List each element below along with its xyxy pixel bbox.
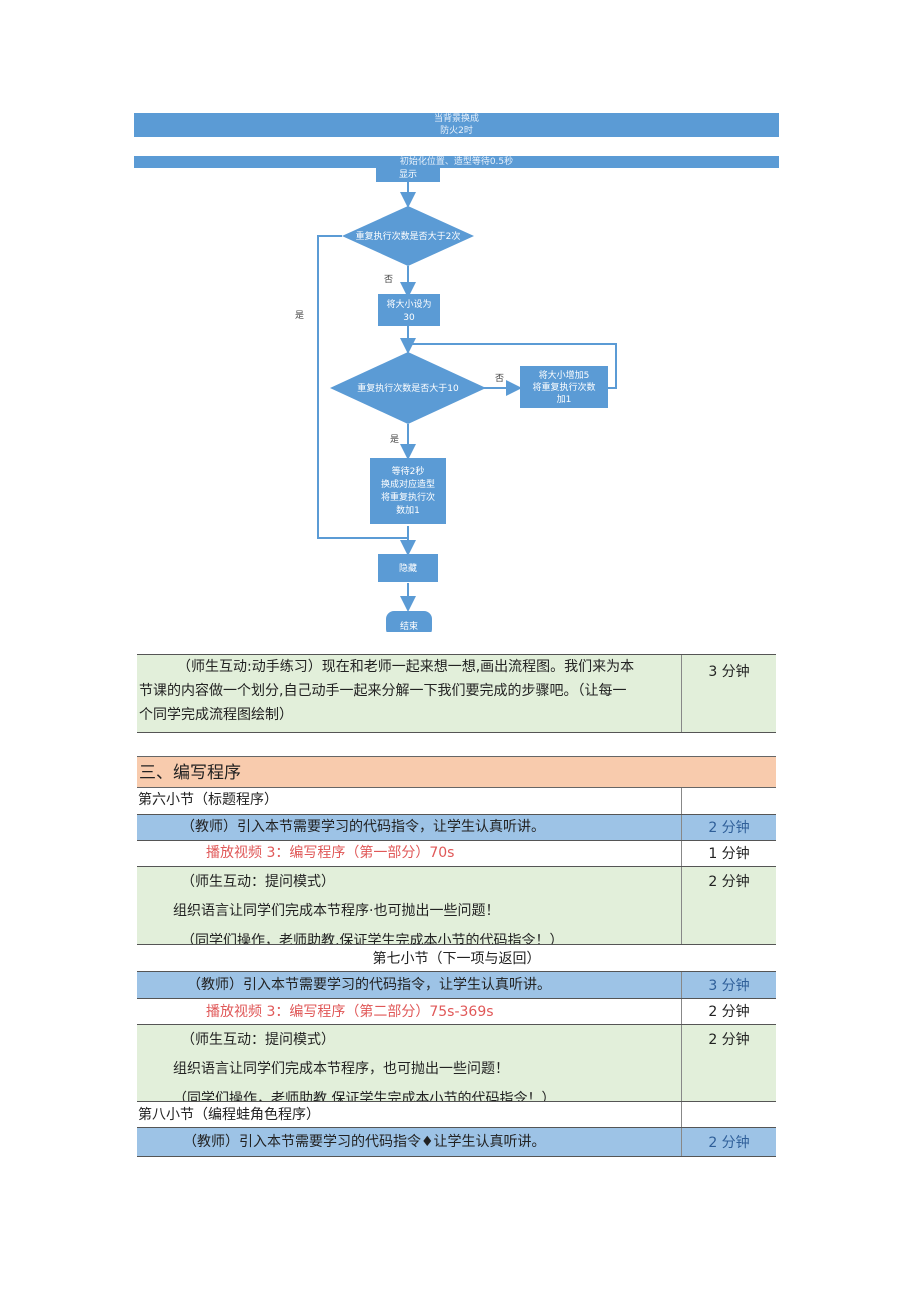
wait-line1: 等待2秒 <box>392 465 425 477</box>
part6-interact-line-2: 组织语言让同学们完成本节程序·也可抛出一些问题！ <box>173 903 500 919</box>
part7-video-time: 2 分钟 <box>681 999 776 1024</box>
part6-interact-row: （师生互动：提问模式） 组织语言让同学们完成本节程序·也可抛出一些问题！ （同学… <box>137 867 776 944</box>
wait-line3: 将重复执行次 <box>381 491 435 503</box>
flow-band-1: 当背景换成 <box>134 113 779 125</box>
part6-heading-row: 第六小节（标题程序） <box>137 788 776 815</box>
part6-teacher-time: 2 分钟 <box>681 815 776 840</box>
part6-video-row: 播放视频 3：编写程序（第一部分）70s 1 分钟 <box>137 841 776 867</box>
intro-line-2: 节课的内容做一个划分,自己动手一起来分解一下我们要完成的步骤吧。（让每一 <box>139 683 627 699</box>
part6-interact-line-3: （同学们操作，老师助教,保证学生完成本小节的代码指令！） <box>181 933 564 944</box>
part6-video-time: 1 分钟 <box>681 841 776 866</box>
wait-box <box>370 458 446 524</box>
part7-interact-line-1: （师生互动：提问模式） <box>181 1032 335 1048</box>
part7-heading-row: 第七小节（下一项与返回） <box>137 944 776 972</box>
part7-interact-time: 2 分钟 <box>681 1025 776 1101</box>
part6-heading-time <box>681 788 776 814</box>
intro-row: （师生互动:动手练习）现在和老师一起来想一想,画出流程图。我们来为本 节课的内容… <box>137 654 776 733</box>
flow-band-2: 防火2时 <box>134 125 779 137</box>
decision-1-label: 重复执行次数是否大于2次 <box>356 230 461 242</box>
end-label: 结束 <box>400 620 418 632</box>
increase-line2: 将重复执行次数 <box>532 381 595 393</box>
part7-heading: 第七小节（下一项与返回） <box>372 951 541 967</box>
end-box <box>386 611 432 632</box>
show-box <box>376 166 440 182</box>
wait-line2: 换成对应造型 <box>381 478 435 490</box>
part8-teacher-row: （教师）引入本节需要学习的代码指令♦让学生认真听讲。 2 分钟 <box>137 1128 776 1157</box>
decision-2-label: 重复执行次数是否大于10 <box>357 382 459 394</box>
decision-1 <box>342 206 474 266</box>
set-size-box <box>378 294 440 326</box>
set-size-line2: 30 <box>403 313 415 323</box>
intro-line-3: 个同学完成流程图绘制） <box>139 707 293 723</box>
hide-label: 隐藏 <box>399 562 417 574</box>
part8-heading-time <box>681 1102 776 1127</box>
part8-teacher-time: 2 分钟 <box>681 1128 776 1156</box>
part7-teacher: （教师）引入本节需要学习的代码指令，让学生认真听讲。 <box>187 977 551 993</box>
increase-line3: 加1 <box>557 394 572 405</box>
part7-interact-line-3: （同学们操作，老师助教,保证学生完成本小节的代码指令！） <box>173 1091 556 1101</box>
part8-heading: 第八小节（编程蛙角色程序） <box>138 1107 320 1123</box>
part7-interact-row: （师生互动：提问模式） 组织语言让同学们完成本节程序，也可抛出一些问题！ （同学… <box>137 1025 776 1101</box>
decision-1-no: 否 <box>384 274 393 285</box>
part6-video: 播放视频 3：编写程序（第一部分）70s <box>206 845 455 861</box>
set-size-line1: 将大小设为 <box>386 298 431 310</box>
increase-line1: 将大小增加5 <box>539 369 590 381</box>
part6-teacher: （教师）引入本节需要学习的代码指令，让学生认真听讲。 <box>181 819 545 835</box>
wait-line4: 数加1 <box>396 504 420 516</box>
section-title: 三、编写程序 <box>137 756 776 788</box>
part6-teacher-row: （教师）引入本节需要学习的代码指令，让学生认真听讲。 2 分钟 <box>137 815 776 841</box>
part8-heading-row: 第八小节（编程蛙角色程序） <box>137 1101 776 1128</box>
intro-line-1: （师生互动:动手练习）现在和老师一起来想一想,画出流程图。我们来为本 <box>177 659 635 675</box>
part7-teacher-time: 3 分钟 <box>681 972 776 998</box>
decision-2-yes: 是 <box>390 434 399 445</box>
part8-teacher: （教师）引入本节需要学习的代码指令♦让学生认真听讲。 <box>183 1134 546 1150</box>
part7-interact-line-2: 组织语言让同学们完成本节程序，也可抛出一些问题！ <box>173 1061 509 1077</box>
part6-interact-time: 2 分钟 <box>681 867 776 944</box>
hide-box <box>378 554 438 582</box>
decision-2 <box>330 352 486 424</box>
part6-interact-line-1: （师生互动：提问模式） <box>181 874 335 890</box>
show-label: 显示 <box>399 169 417 180</box>
part6-heading: 第六小节（标题程序） <box>138 792 278 808</box>
decision-2-no: 否 <box>495 373 504 384</box>
part7-video: 播放视频 3：编写程序（第二部分）75s-369s <box>206 1004 494 1020</box>
intro-time: 3 分钟 <box>681 655 776 732</box>
decision-1-yes: 是 <box>295 310 304 321</box>
part7-teacher-row: （教师）引入本节需要学习的代码指令，让学生认真听讲。 3 分钟 <box>137 972 776 999</box>
increase-box <box>520 366 608 408</box>
part7-video-row: 播放视频 3：编写程序（第二部分）75s-369s 2 分钟 <box>137 999 776 1025</box>
flowchart: 显示 重复执行次数是否大于2次 否 是 将大小设为 30 重复执行次数是否大于1… <box>295 166 617 632</box>
flow-band-3: 初始化位置、造型等待0.5秒 <box>134 156 779 168</box>
